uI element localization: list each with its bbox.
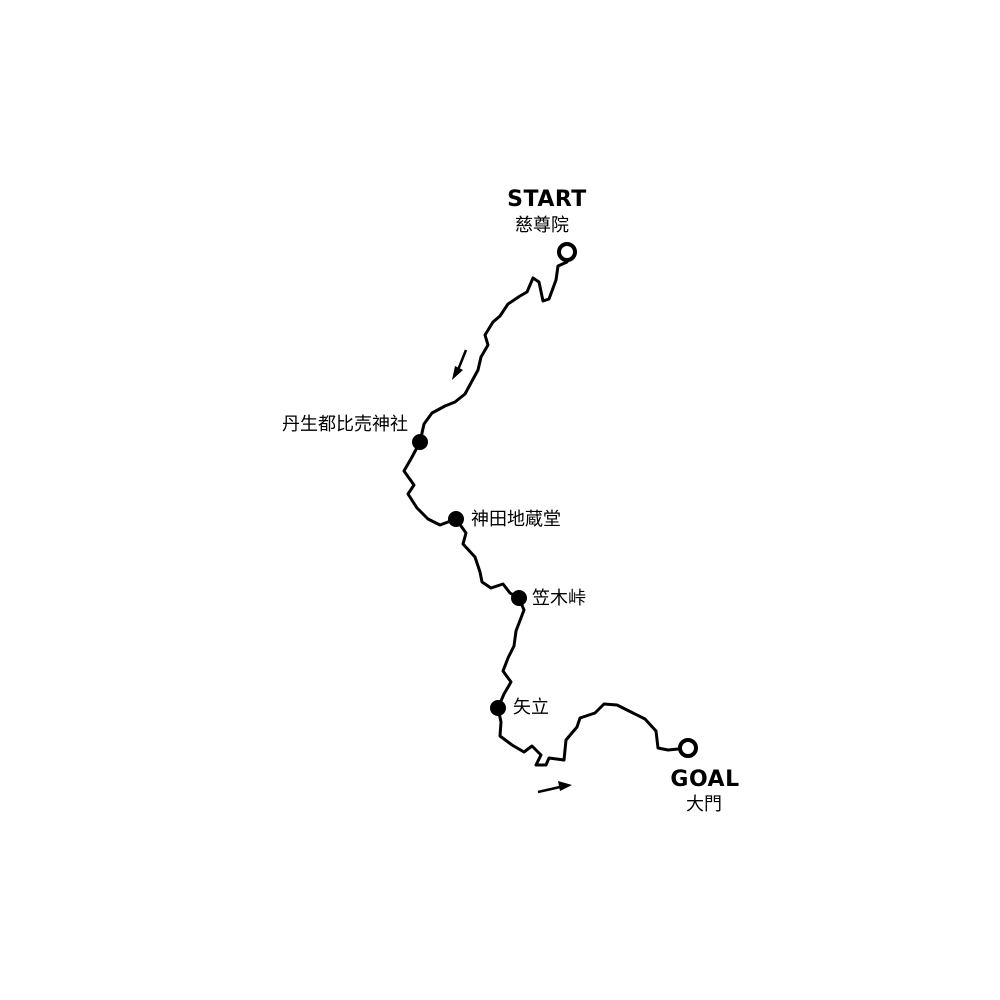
waypoint-label: 笠木峠 <box>532 588 586 609</box>
waypoint-marker-filled-circle-icon <box>412 434 428 450</box>
start-label: START <box>507 187 587 212</box>
direction-arrow-icon <box>537 781 572 794</box>
waypoint-marker-filled-circle-icon <box>490 700 506 716</box>
start-place: 慈尊院 <box>515 215 569 236</box>
waypoint-marker-filled-circle-icon <box>448 511 464 527</box>
direction-arrow-icon <box>452 349 468 380</box>
waypoint-label: 矢立 <box>513 697 549 718</box>
start-marker-open-circle-icon <box>557 242 577 262</box>
goal-label: GOAL <box>670 767 739 792</box>
waypoint-marker-filled-circle-icon <box>511 590 527 606</box>
waypoint-label: 神田地蔵堂 <box>471 509 561 530</box>
goal-marker-open-circle-icon <box>678 738 698 758</box>
waypoint-label: 丹生都比売神社 <box>282 414 408 435</box>
route-path <box>402 250 690 767</box>
goal-place: 大門 <box>686 794 722 815</box>
